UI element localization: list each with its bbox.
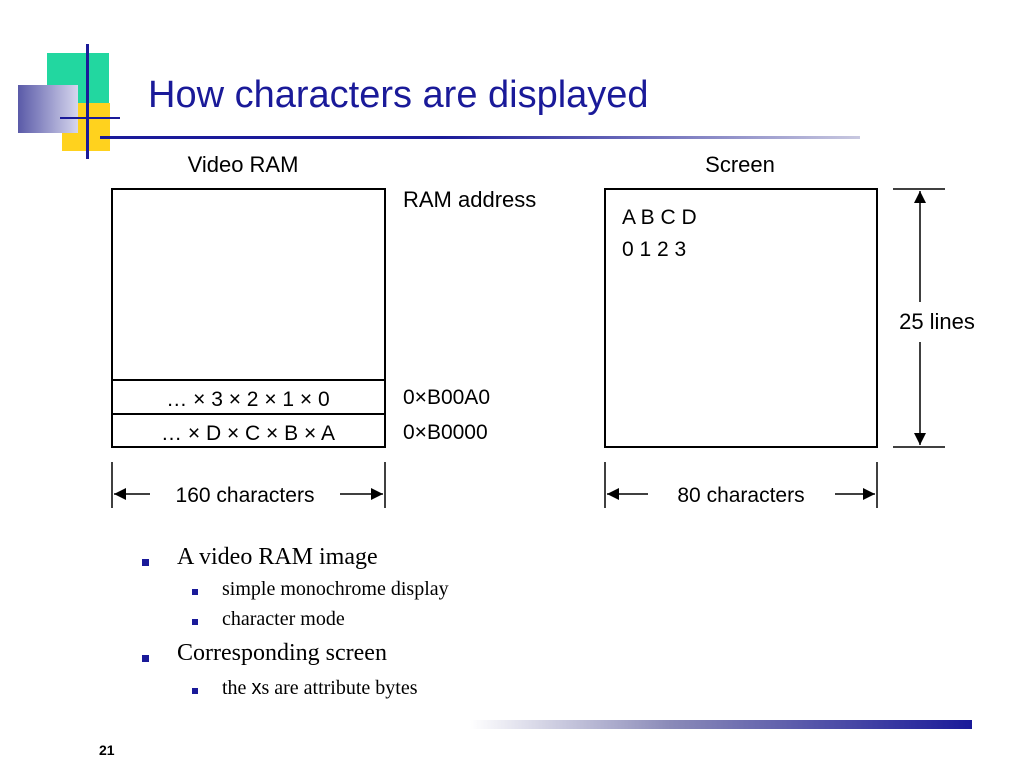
bullet-subitem: the xs are attribute bytes bbox=[222, 677, 418, 700]
screen-text-line2: 0 1 2 3 bbox=[622, 238, 686, 261]
bullet-subitem: character mode bbox=[222, 608, 345, 630]
video-ram-diagram: Video RAM … × 3 × 2 × 1 × 0 … × D × C × … bbox=[111, 152, 975, 508]
footer-rule bbox=[470, 720, 972, 729]
deco-vertical-line bbox=[86, 44, 89, 159]
bullet-marker-icon bbox=[192, 589, 198, 595]
video-ram-row-digits: … × 3 × 2 × 1 × 0 bbox=[166, 388, 329, 411]
bullet-item-2: Corresponding screen bbox=[177, 640, 387, 666]
ram-address-label: RAM address bbox=[403, 187, 536, 212]
slide-title: How characters are displayed bbox=[148, 74, 649, 116]
bullet-marker-icon bbox=[192, 619, 198, 625]
screen-text-line1: A B C D bbox=[622, 206, 697, 229]
bullet-marker-icon bbox=[142, 655, 149, 662]
video-ram-heading: Video RAM bbox=[188, 152, 299, 177]
bullet-subitem: simple monochrome display bbox=[222, 578, 449, 600]
bullet-item-1: A video RAM image bbox=[177, 544, 378, 570]
left-width-label: 160 characters bbox=[176, 484, 315, 507]
bullet-subitem-suffix: s are attribute bytes bbox=[261, 677, 418, 699]
ram-address-upper: 0×B00A0 bbox=[403, 386, 490, 409]
ram-address-lower: 0×B0000 bbox=[403, 421, 488, 444]
deco-horizontal-line bbox=[60, 117, 120, 119]
video-ram-row-letters: … × D × C × B × A bbox=[161, 422, 335, 445]
screen-box bbox=[604, 188, 878, 448]
bullet-subitem-prefix: the bbox=[222, 677, 252, 699]
video-ram-box bbox=[111, 188, 386, 448]
bullet-marker-icon bbox=[142, 559, 149, 566]
bullet-subitem-x: x bbox=[251, 677, 262, 699]
deco-purple-square bbox=[18, 85, 78, 133]
right-width-label: 80 characters bbox=[677, 484, 804, 507]
bullet-marker-icon bbox=[192, 688, 198, 694]
screen-heading: Screen bbox=[705, 152, 775, 177]
page-number: 21 bbox=[99, 742, 115, 758]
title-underline bbox=[100, 136, 860, 139]
height-label: 25 lines bbox=[899, 309, 975, 334]
